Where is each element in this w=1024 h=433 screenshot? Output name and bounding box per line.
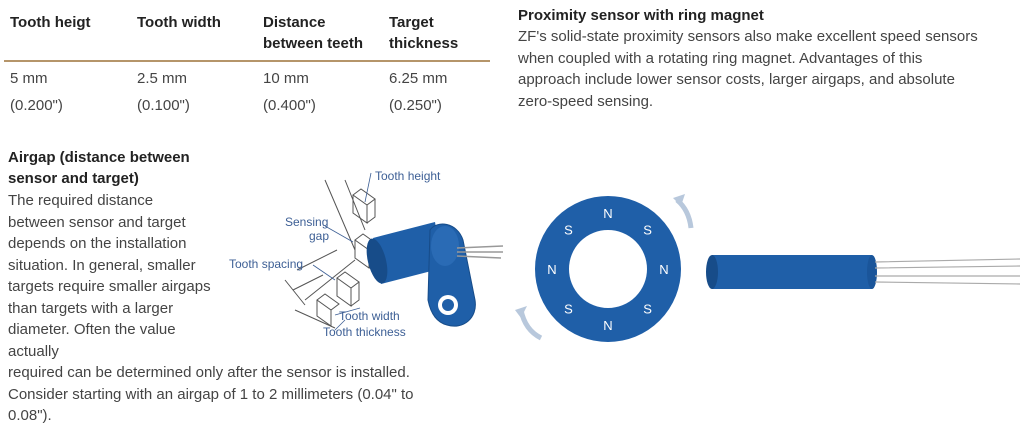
table-cell: (0.100"): [137, 97, 190, 114]
label-tooth-width: Tooth width: [339, 309, 400, 323]
gear-target-icon: [284, 179, 378, 329]
label-tooth-height: Tooth height: [375, 169, 441, 183]
rotation-arrowhead-icon: [673, 194, 685, 206]
table-cell: (0.250"): [389, 97, 442, 114]
table-cell: 10 mm: [263, 70, 309, 87]
pole-south: S: [643, 302, 652, 317]
table-row: 5 mm 2.5 mm 10 mm 6.25 mm: [4, 61, 490, 89]
pole-south: S: [564, 302, 573, 317]
pole-north: N: [659, 262, 668, 277]
pole-north: N: [547, 262, 556, 277]
header-target-thickness: Target thickness: [383, 8, 490, 62]
rotation-arrow-icon: [675, 198, 694, 229]
pole-south: S: [564, 222, 573, 237]
header-distance-between-teeth: Distance between teeth: [257, 8, 383, 62]
proximity-sensor-icon: [706, 255, 1021, 289]
label-sensing: Sensing: [285, 215, 328, 229]
table-cell: 6.25 mm: [389, 70, 448, 87]
table-cell: (0.200"): [10, 97, 63, 114]
pole-south: S: [643, 222, 652, 237]
header-tooth-height: Tooth heigt: [4, 8, 131, 62]
pole-labels: N S N S N S N S: [547, 206, 668, 333]
gear-sensor-diagram: Tooth height Sensing gap Tooth spacing T…: [229, 169, 504, 339]
label-gap: gap: [309, 229, 329, 243]
pole-north: N: [603, 318, 612, 333]
table-cell: (0.400"): [263, 97, 316, 114]
proximity-heading: Proximity sensor with ring magnet: [518, 7, 764, 24]
airgap-paragraph-wide: required can be determined only after th…: [8, 364, 414, 424]
table-cell: 5 mm: [10, 70, 48, 87]
ring-magnet-diagram: N S N S N S N S: [515, 194, 1021, 342]
airgap-heading: Airgap (distance between sensor and targ…: [8, 149, 190, 187]
rotation-arrowhead-icon: [515, 306, 527, 318]
tooth-spec-table: Tooth heigt Tooth width Distance between…: [4, 8, 490, 116]
table-cell: 2.5 mm: [137, 70, 188, 87]
table-row: (0.200") (0.100") (0.400") (0.250"): [4, 89, 490, 116]
label-tooth-spacing: Tooth spacing: [229, 257, 303, 271]
label-tooth-thickness: Tooth thickness: [323, 325, 406, 339]
proximity-paragraph: ZF's solid-state proximity sensors also …: [518, 28, 978, 110]
rotation-arrow-icon: [518, 309, 543, 341]
airgap-paragraph-narrow: The required distance between sensor and…: [8, 192, 211, 360]
pole-north: N: [603, 206, 612, 221]
ring-magnet-icon: [535, 196, 681, 342]
speed-sensor-icon: [366, 222, 504, 327]
header-tooth-width: Tooth width: [131, 8, 257, 62]
table-header-row: Tooth heigt Tooth width Distance between…: [4, 8, 490, 62]
